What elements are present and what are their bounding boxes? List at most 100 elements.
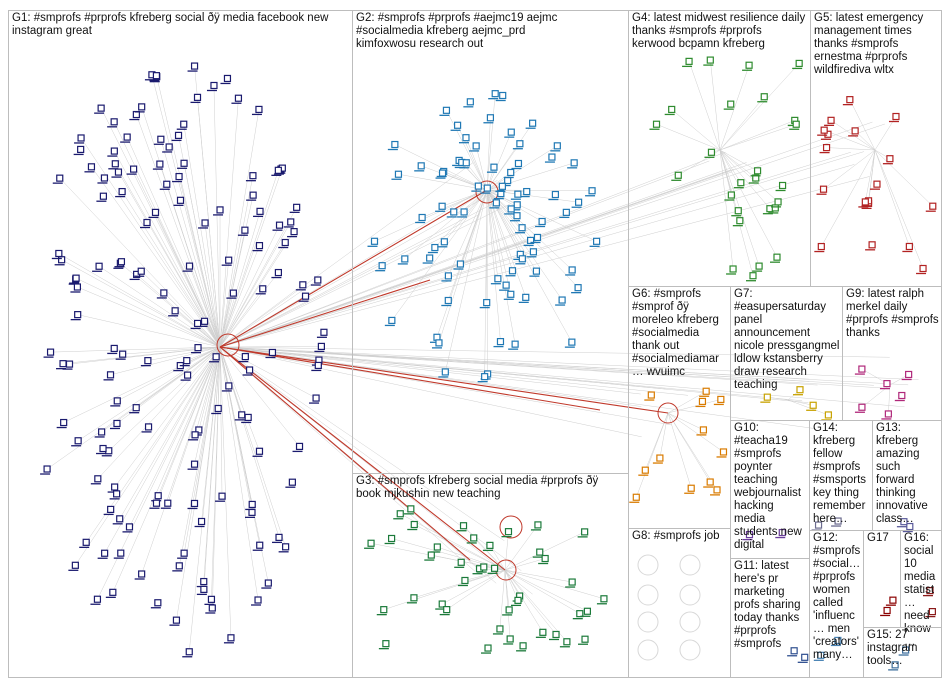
node-g5 bbox=[817, 126, 828, 136]
edge bbox=[156, 76, 221, 348]
edge bbox=[179, 346, 221, 566]
edge-highlight bbox=[219, 279, 431, 348]
edge bbox=[219, 170, 279, 348]
node-g3 bbox=[577, 528, 589, 538]
node-g1 bbox=[129, 404, 140, 414]
edge bbox=[108, 346, 221, 451]
edge bbox=[219, 168, 283, 348]
node-g16 bbox=[922, 587, 934, 597]
node-g2 bbox=[585, 187, 596, 197]
node-g2 bbox=[397, 255, 409, 265]
edge bbox=[156, 346, 221, 504]
node-g1 bbox=[134, 103, 146, 113]
node-g3 bbox=[549, 630, 560, 641]
edge-highlight bbox=[219, 346, 601, 411]
g8-loop bbox=[679, 639, 701, 661]
node-g9 bbox=[879, 380, 891, 390]
node-g1 bbox=[172, 172, 183, 183]
node-g2 bbox=[548, 190, 560, 201]
edge-highlight bbox=[219, 346, 506, 571]
edge bbox=[442, 189, 488, 207]
group-pane-g14: G14: kfreberg fellow #smprofs #smsports … bbox=[809, 420, 873, 531]
edge bbox=[189, 266, 221, 348]
node-g2 bbox=[550, 142, 561, 152]
node-g13 bbox=[896, 518, 908, 528]
node-g1 bbox=[103, 371, 115, 381]
node-g6 bbox=[710, 486, 721, 496]
node-g4 bbox=[748, 174, 760, 184]
node-g1 bbox=[168, 307, 179, 317]
edge bbox=[75, 346, 221, 566]
node-g1 bbox=[92, 262, 103, 272]
node-g2 bbox=[391, 170, 403, 180]
edge bbox=[97, 346, 221, 479]
node-g2 bbox=[508, 340, 519, 350]
node-g3 bbox=[481, 644, 492, 654]
edge bbox=[444, 189, 488, 242]
node-g1 bbox=[176, 120, 188, 130]
node-g1 bbox=[140, 357, 152, 367]
node-g2 bbox=[427, 243, 439, 254]
node-g1 bbox=[310, 276, 322, 286]
group-title-g7: G7: #easupersaturday panel announcement … bbox=[734, 288, 840, 391]
edge bbox=[442, 569, 506, 605]
node-g3 bbox=[487, 564, 499, 574]
node-g5 bbox=[816, 185, 828, 195]
edge bbox=[100, 108, 221, 348]
edge bbox=[75, 277, 221, 348]
edge bbox=[719, 149, 742, 183]
node-g1 bbox=[52, 174, 64, 184]
node-g2 bbox=[375, 262, 386, 272]
edge bbox=[117, 346, 221, 402]
node-g1 bbox=[190, 319, 202, 330]
node-g1 bbox=[261, 579, 272, 589]
node-g5 bbox=[848, 127, 859, 137]
edge bbox=[141, 106, 221, 348]
edge bbox=[110, 346, 221, 376]
node-g7 bbox=[821, 411, 832, 421]
group-title-g4: G4: latest midwest resilience daily than… bbox=[632, 12, 806, 50]
node-g2 bbox=[510, 212, 521, 222]
node-g1 bbox=[177, 549, 188, 559]
node-g1 bbox=[182, 262, 194, 272]
node-g2 bbox=[438, 368, 449, 378]
node-g1 bbox=[314, 342, 325, 353]
node-g1 bbox=[71, 437, 82, 447]
node-g4 bbox=[726, 265, 737, 275]
edge-highlight bbox=[219, 346, 471, 561]
node-g3 bbox=[502, 606, 513, 616]
edge bbox=[219, 164, 855, 348]
edge bbox=[874, 149, 910, 247]
node-g3 bbox=[406, 594, 418, 604]
edge bbox=[667, 412, 718, 491]
edge bbox=[398, 173, 488, 191]
edge bbox=[80, 137, 221, 348]
edge bbox=[484, 189, 488, 377]
node-g2 bbox=[495, 91, 507, 102]
node-g2 bbox=[488, 90, 499, 100]
edge bbox=[504, 569, 580, 614]
node-g3 bbox=[457, 576, 469, 587]
group-title-g10: G10: #teacha19 #smprofs poynter teaching… bbox=[734, 422, 805, 551]
node-g3 bbox=[439, 606, 451, 616]
node-g2 bbox=[515, 224, 526, 234]
edge bbox=[504, 558, 546, 571]
node-g12 bbox=[813, 651, 825, 661]
node-g2 bbox=[544, 153, 556, 163]
node-g6 bbox=[699, 387, 710, 397]
group-title-g16: G16: social 10 media statist… need know… bbox=[904, 532, 939, 648]
node-g1 bbox=[271, 166, 282, 176]
node-g3 bbox=[580, 607, 591, 617]
node-g2 bbox=[435, 202, 446, 212]
node-g1 bbox=[179, 357, 191, 367]
group-title-g2: G2: #smprofs #prprofs #aejmc19 aejmc #so… bbox=[356, 12, 561, 50]
edge bbox=[219, 288, 263, 348]
edge bbox=[504, 569, 588, 612]
node-g4 bbox=[732, 217, 744, 227]
node-g2 bbox=[471, 182, 482, 192]
edge bbox=[219, 195, 254, 348]
node-g2 bbox=[535, 217, 546, 228]
node-g4 bbox=[724, 191, 735, 201]
edge bbox=[413, 569, 506, 599]
node-g11 bbox=[787, 647, 798, 657]
